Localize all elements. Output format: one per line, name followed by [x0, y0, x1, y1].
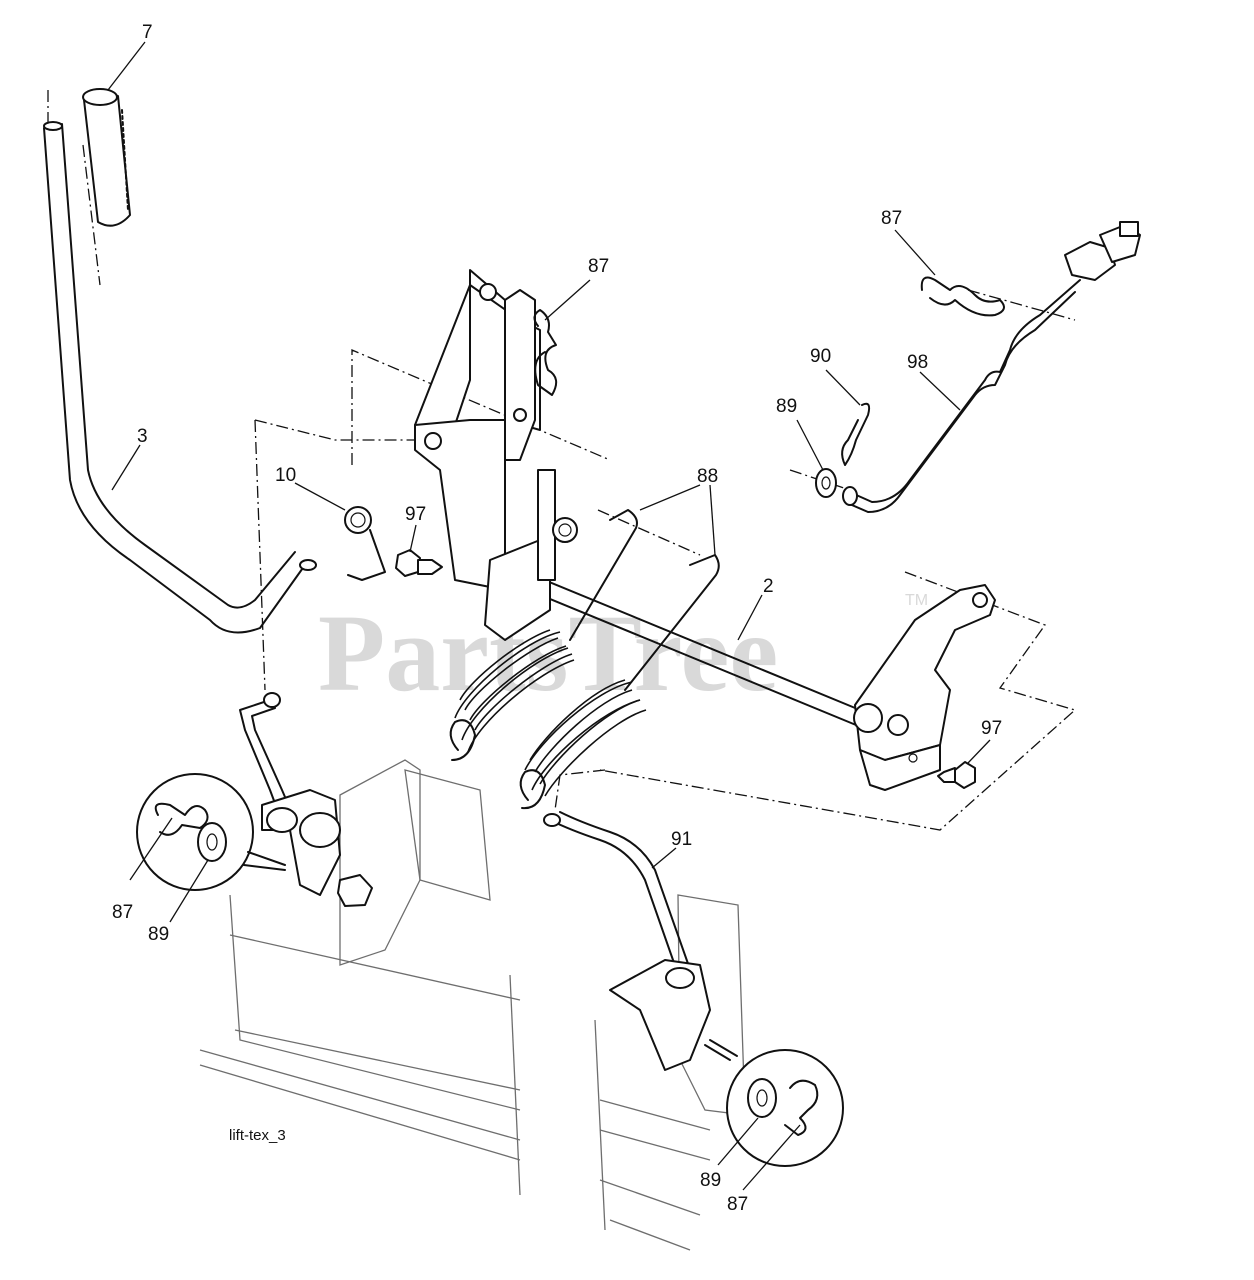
callout-97-left: 97: [405, 504, 426, 525]
callout-87-top: 87: [588, 256, 609, 277]
lift-link-left: [239, 692, 373, 907]
part-97-bolt-right: [937, 761, 976, 789]
detail-circle-right: [704, 1039, 844, 1167]
callout-89-rod: 89: [776, 396, 797, 417]
part-87-hairpin-clip-top: [533, 309, 558, 396]
tension-spring-left: [449, 629, 575, 761]
callout-98: 98: [907, 352, 928, 373]
callout-89-detail-right: 89: [700, 1170, 721, 1191]
callout-7: 7: [142, 22, 153, 43]
lift-bracket: [414, 269, 541, 591]
detail-circle-left: [136, 773, 286, 891]
callout-88: 88: [697, 466, 718, 487]
callout-89-detail-left: 89: [148, 924, 169, 945]
callout-87-detail-left: 87: [112, 902, 133, 923]
callout-97-right: 97: [981, 718, 1002, 739]
part-97-bolt-left: [395, 549, 443, 577]
callouts: 7 3 10 97 87 88 2 87 90 98 89 97 91 87 8…: [112, 22, 1002, 1215]
callout-90: 90: [810, 346, 831, 367]
callout-2: 2: [763, 576, 774, 597]
lift-arm-right: [853, 584, 996, 791]
diagram-id-label: lift-tex_3: [229, 1127, 286, 1144]
part-89-washer-rod: [815, 468, 837, 498]
leader-lines: [107, 41, 991, 1191]
callout-87-rod: 87: [881, 208, 902, 229]
callout-91: 91: [671, 829, 692, 850]
part-88-spring-rods: [569, 509, 720, 691]
callout-87-detail-right: 87: [727, 1194, 748, 1215]
part-90-clip: [841, 402, 871, 466]
part-10-torsion-spring: [344, 506, 386, 581]
tension-spring-right: [519, 679, 647, 810]
part-2-lift-shaft: [484, 469, 861, 726]
callout-3: 3: [137, 426, 148, 447]
part-3-lift-lever: [43, 121, 317, 634]
part-91-lift-link: [543, 811, 711, 1071]
part-98-height-rod: [842, 221, 1141, 513]
part-7-handle-grip: [82, 88, 131, 227]
part-87-hairpin-clip-rod: [920, 276, 1005, 317]
watermark-trademark: TM: [905, 592, 928, 609]
callout-10: 10: [275, 465, 296, 486]
